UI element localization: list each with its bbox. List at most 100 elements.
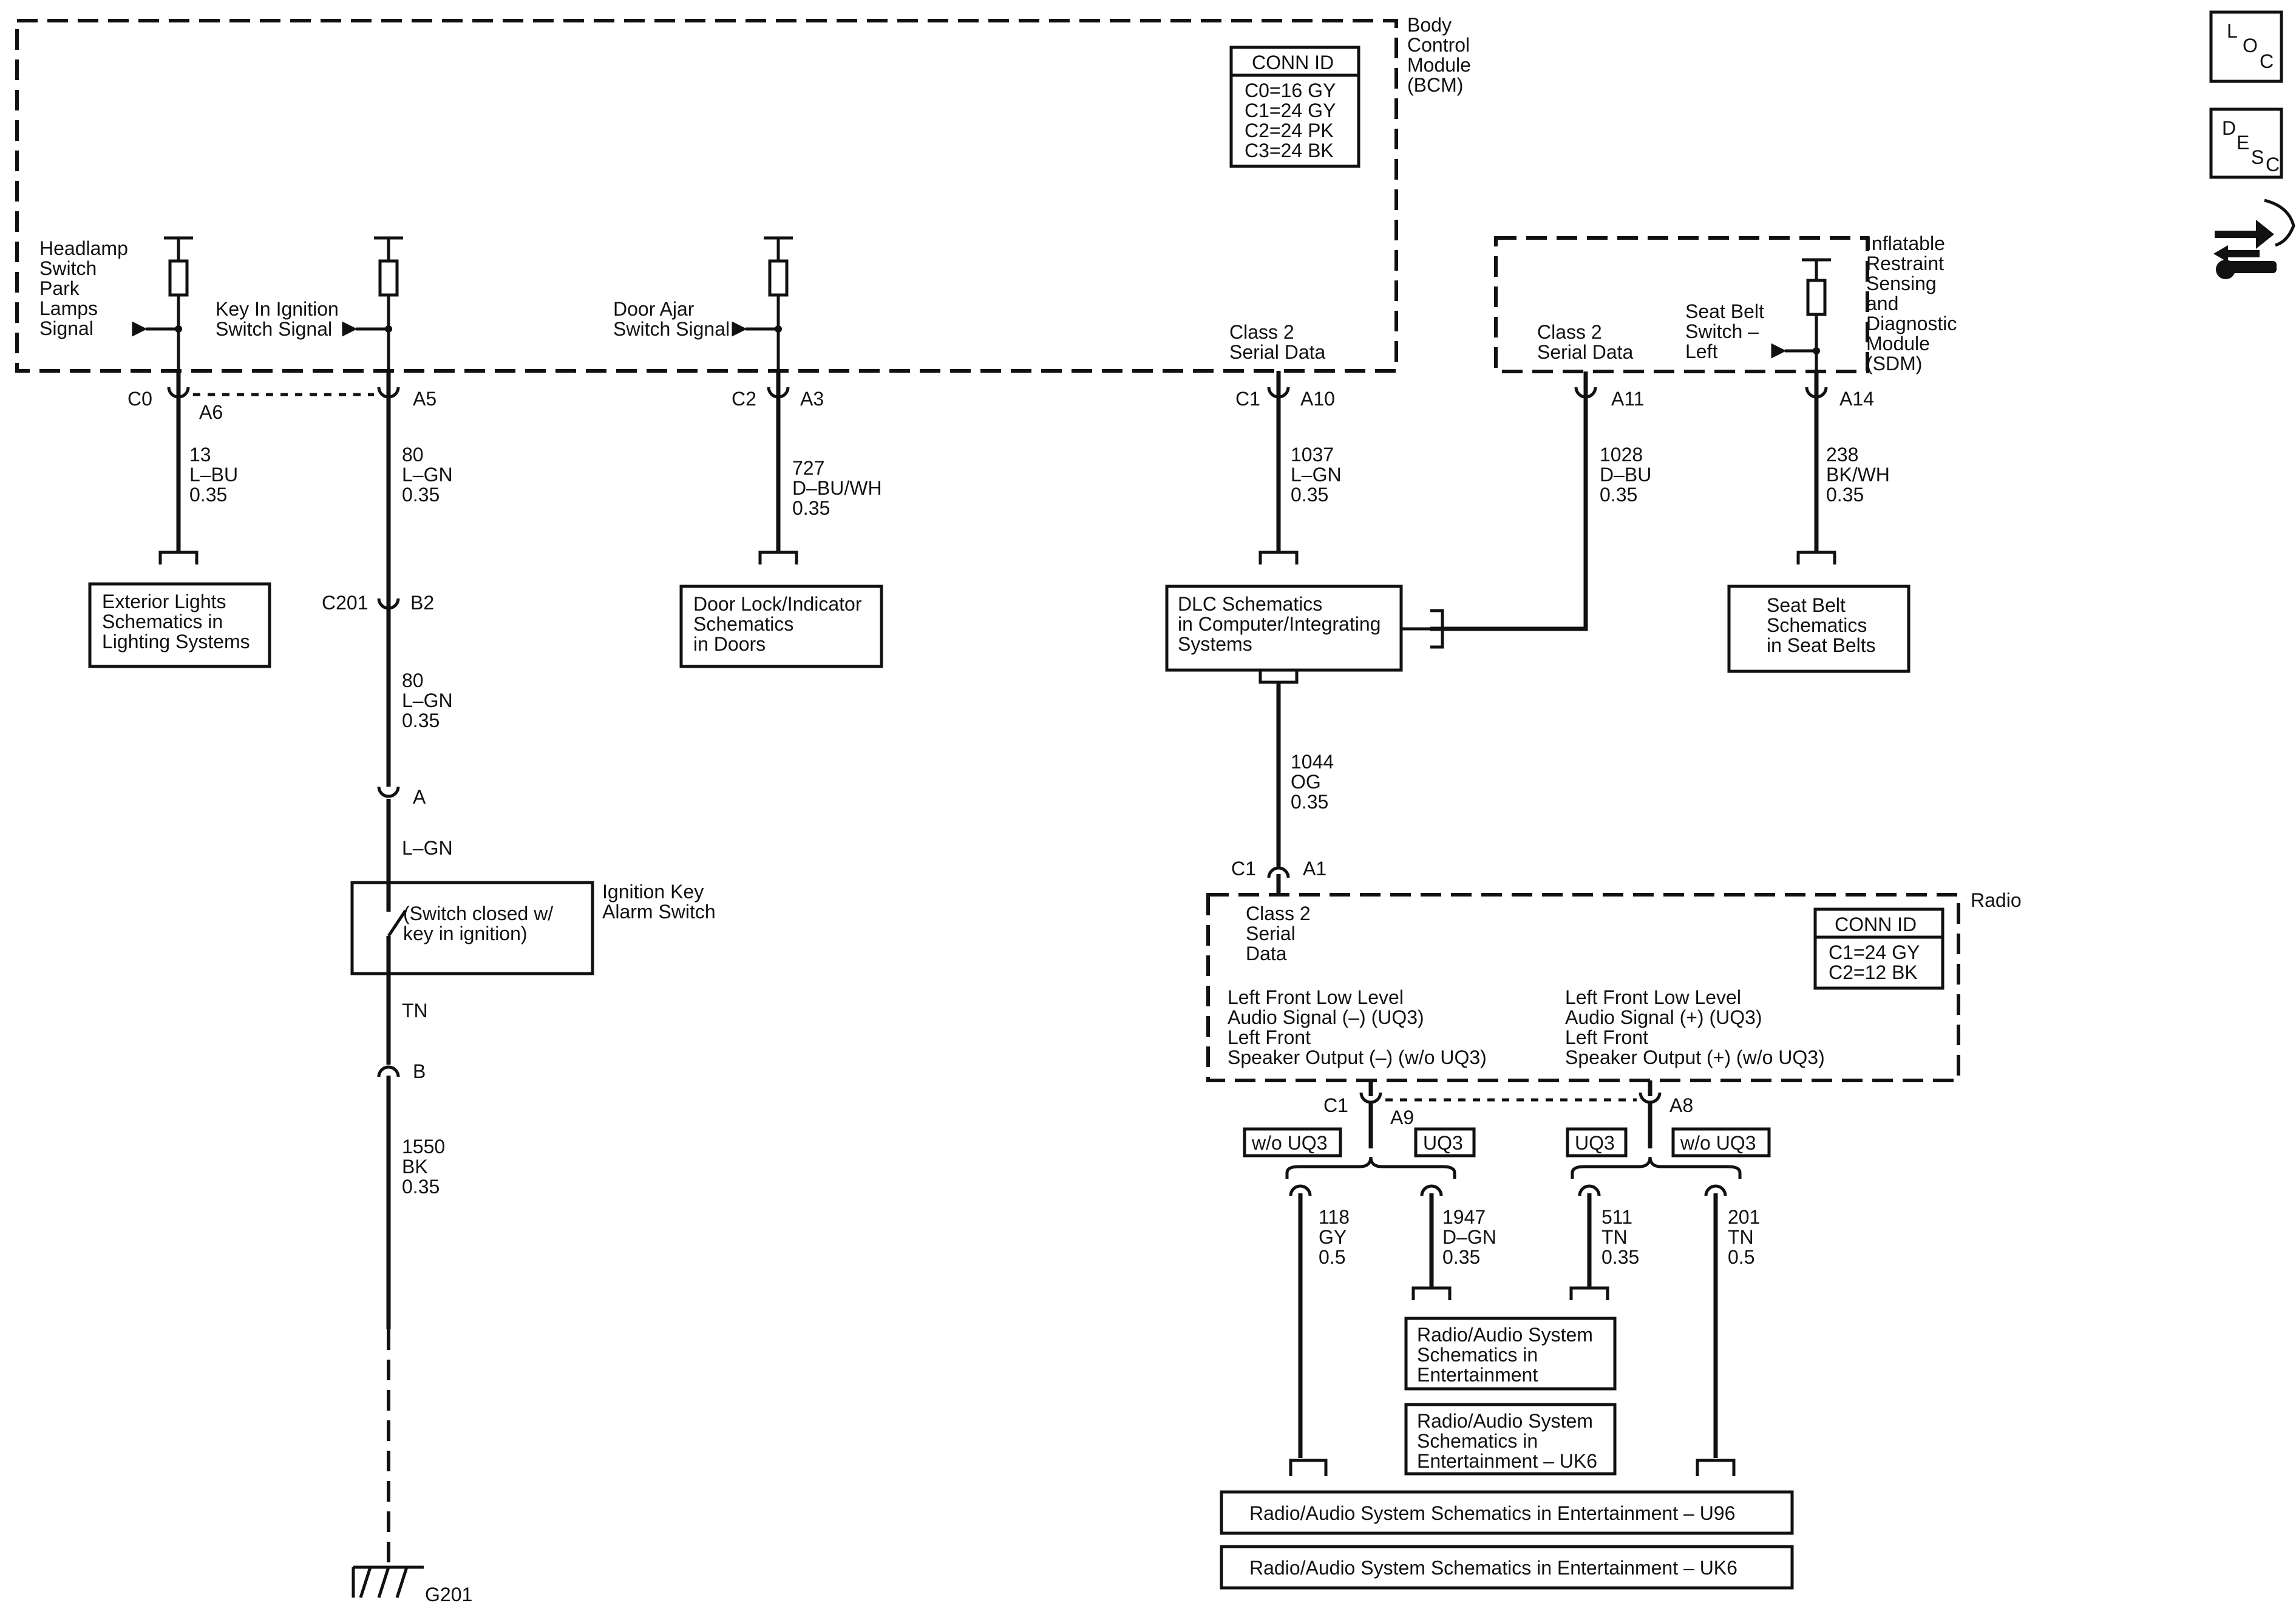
- bcm-module: Body Control Module (BCM) CONN ID C0=16 …: [15, 14, 1476, 384]
- svg-text:Radio/Audio System Schematics: Radio/Audio System Schematics in Enterta…: [1249, 1557, 1737, 1579]
- sdm-outline: [1494, 236, 1869, 373]
- svg-text:B: B: [413, 1060, 426, 1082]
- option-uq3-right: UQ3: [1566, 1127, 1628, 1158]
- svg-text:A6: A6: [199, 401, 223, 423]
- ref-radio-uk6-wide[interactable]: Radio/Audio System Schematics in Enterta…: [1220, 1545, 1794, 1590]
- svg-text:UQ3: UQ3: [1575, 1132, 1615, 1154]
- sdm-module: Inflatable Restraint Sensing and Diagnos…: [1494, 232, 1962, 410]
- ignition-switch-note: (Switch closed w/key in ignition): [403, 903, 553, 944]
- svg-text:w/o UQ3: w/o UQ3: [1251, 1132, 1327, 1154]
- bcm-outline: [15, 19, 1398, 373]
- svg-text:C1: C1: [1231, 858, 1256, 880]
- svg-text:A8: A8: [1669, 1094, 1693, 1116]
- svg-text:Radio/Audio System Schematics: Radio/Audio System Schematics in Enterta…: [1249, 1502, 1735, 1524]
- svg-text:C0: C0: [127, 388, 152, 410]
- bcm-conn-id-table: CONN ID C0=16 GY C1=24 GY C2=24 PK C3=24…: [1229, 46, 1360, 168]
- bcm-connector-pins: C0 A6 A5 C2 A3 C1 A10: [127, 371, 1335, 423]
- bcm-serial-data-label: Class 2 Serial Data: [1229, 321, 1326, 363]
- svg-text:A3: A3: [800, 388, 824, 410]
- svg-text:C: C: [2266, 154, 2280, 175]
- key-in-ignition-circuit: Key In Ignition Switch Signal: [216, 236, 403, 384]
- svg-text:L: L: [2227, 20, 2238, 42]
- radio-outline: [1206, 893, 1960, 1082]
- svg-text:A5: A5: [413, 388, 436, 410]
- radio-name: Radio: [1971, 889, 2022, 911]
- svg-text:C: C: [2260, 50, 2274, 72]
- svg-text:CONN ID: CONN ID: [1835, 914, 1917, 935]
- svg-text:A11: A11: [1611, 388, 1645, 410]
- svg-text:A9: A9: [1390, 1107, 1414, 1128]
- svg-text:C1: C1: [1235, 388, 1260, 410]
- sdm-serial-data-label: Class 2 Serial Data: [1537, 321, 1634, 363]
- connector-tool-icon[interactable]: [2213, 198, 2295, 279]
- conn-id-title: CONN ID: [1252, 52, 1334, 73]
- svg-text:B2: B2: [410, 592, 434, 614]
- loc-icon[interactable]: L O C: [2209, 10, 2283, 83]
- option-uq3-left: UQ3: [1414, 1127, 1476, 1158]
- desc-icon[interactable]: D E S C: [2209, 107, 2283, 179]
- option-wo-uq3-right: w/o UQ3: [1671, 1127, 1771, 1158]
- svg-text:C1: C1: [1323, 1094, 1348, 1116]
- bcm-name: Body Control Module (BCM): [1407, 14, 1476, 96]
- ref-radio-u96-wide[interactable]: Radio/Audio System Schematics in Enterta…: [1220, 1490, 1794, 1535]
- svg-text:C201: C201: [322, 592, 369, 614]
- svg-text:C2: C2: [732, 388, 756, 410]
- svg-text:E: E: [2237, 132, 2249, 154]
- svg-text:S: S: [2251, 146, 2264, 168]
- svg-text:TN: TN: [402, 1000, 428, 1022]
- seat-belt-switch-label: Seat Belt Switch – Left: [1685, 300, 1770, 362]
- seat-belt-switch-circuit: Seat Belt Switch – Left: [1685, 258, 1831, 384]
- svg-text:O: O: [2243, 35, 2258, 56]
- door-ajar-label: Door Ajar Switch Signal: [613, 298, 730, 340]
- svg-text:A10: A10: [1300, 388, 1335, 410]
- svg-text:UQ3: UQ3: [1423, 1132, 1463, 1154]
- door-ajar-circuit: Door Ajar Switch Signal: [613, 236, 793, 384]
- headlamp-signal-label: Headlamp Switch Park Lamps Signal: [39, 237, 134, 339]
- ground-symbol: G201: [352, 1565, 472, 1605]
- option-wo-uq3-left: w/o UQ3: [1243, 1127, 1342, 1158]
- svg-text:D: D: [2222, 117, 2236, 139]
- svg-text:L–GN: L–GN: [402, 837, 453, 859]
- svg-text:A1: A1: [1303, 858, 1326, 880]
- svg-text:A: A: [413, 786, 426, 808]
- sdm-name: Inflatable Restraint Sensing and Diagnos…: [1866, 232, 1962, 375]
- bcm-conn-id-lines: C0=16 GY C1=24 GY C2=24 PK C3=24 BK: [1245, 80, 1341, 161]
- key-in-ignition-label: Key In Ignition Switch Signal: [216, 298, 344, 340]
